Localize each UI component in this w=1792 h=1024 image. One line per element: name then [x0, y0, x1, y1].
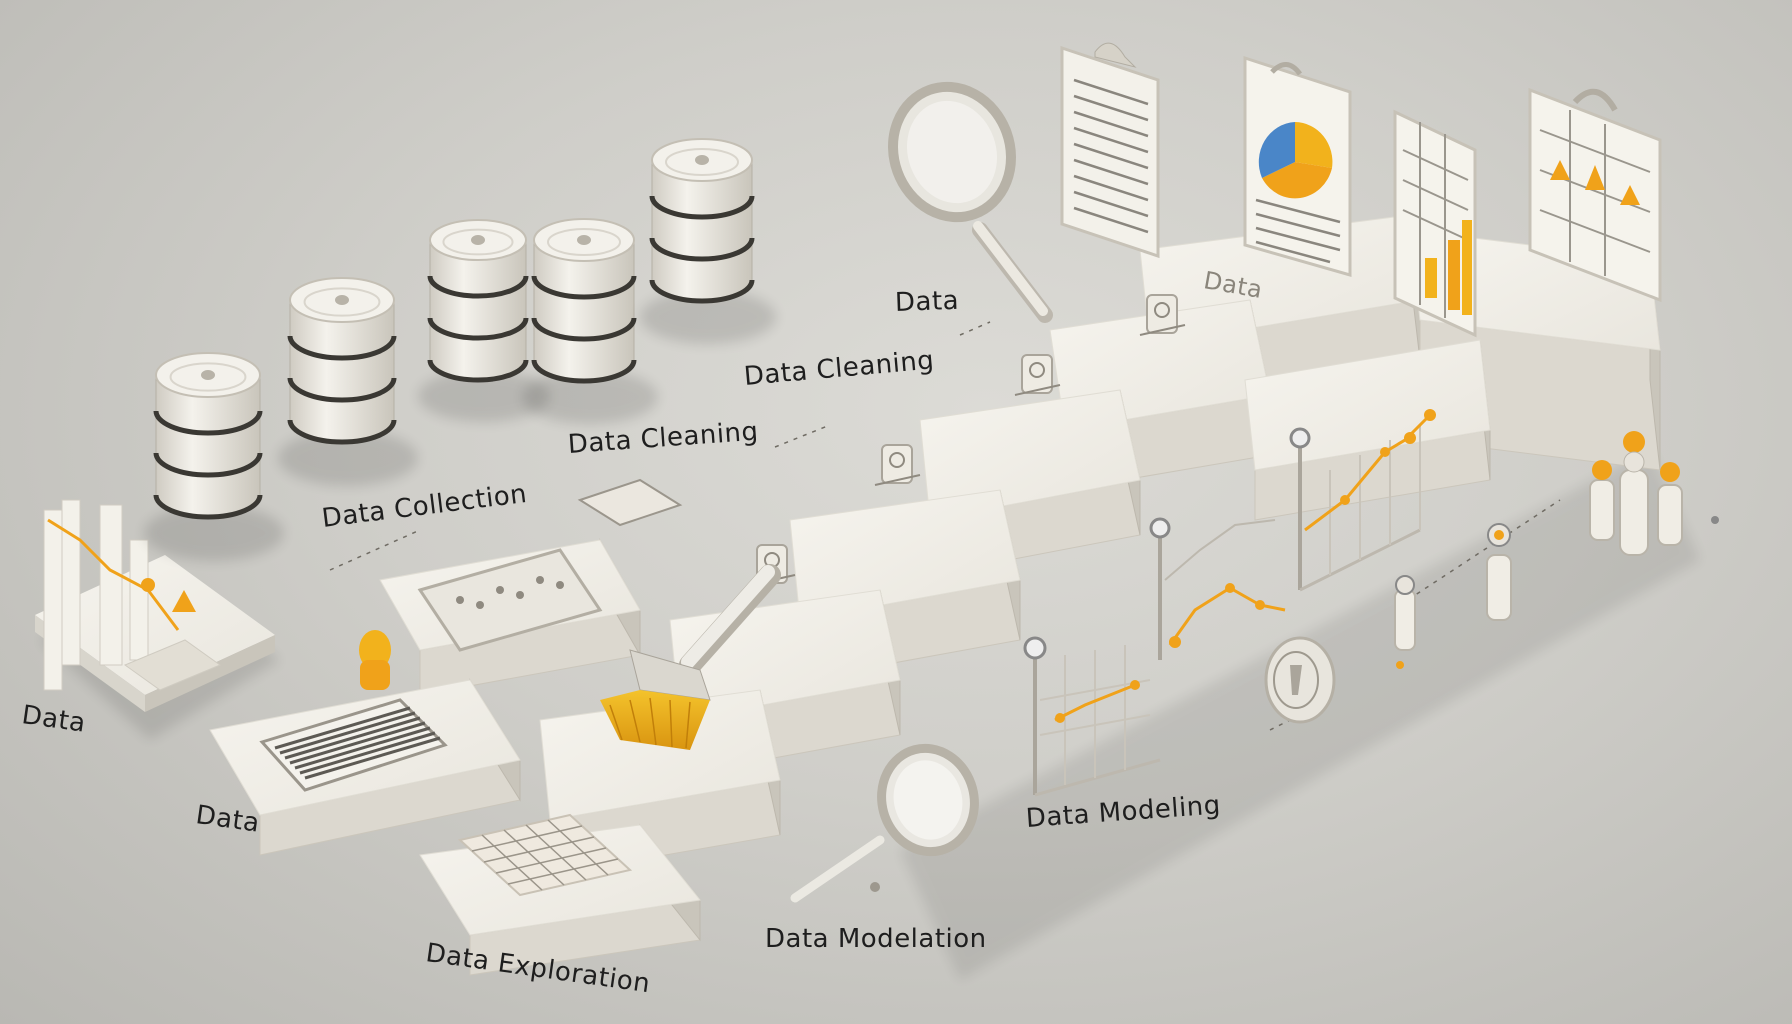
gear-medallion-icon — [1264, 636, 1336, 724]
magnifying-glass-icon — [888, 81, 1053, 323]
bar-chart-report-icon — [1393, 109, 1477, 338]
figurines-icon — [1394, 431, 1719, 669]
step-platforms — [209, 478, 701, 976]
label-data-modelation: Data Modelation — [765, 924, 987, 954]
database-stack-icon — [144, 138, 776, 561]
clipboard-report-icon — [1060, 42, 1160, 259]
bar-chart-sculpture — [35, 499, 280, 740]
pie-chart-report-icon — [1243, 55, 1352, 277]
figure-bust-icon — [359, 630, 391, 690]
magnifying-glass-icon — [790, 743, 979, 903]
line-chart-icon — [1023, 409, 1436, 797]
label-data-top: Data — [894, 285, 960, 318]
cleaning-brush-icon — [600, 564, 781, 750]
dashboard-panel-icon — [1528, 87, 1662, 303]
